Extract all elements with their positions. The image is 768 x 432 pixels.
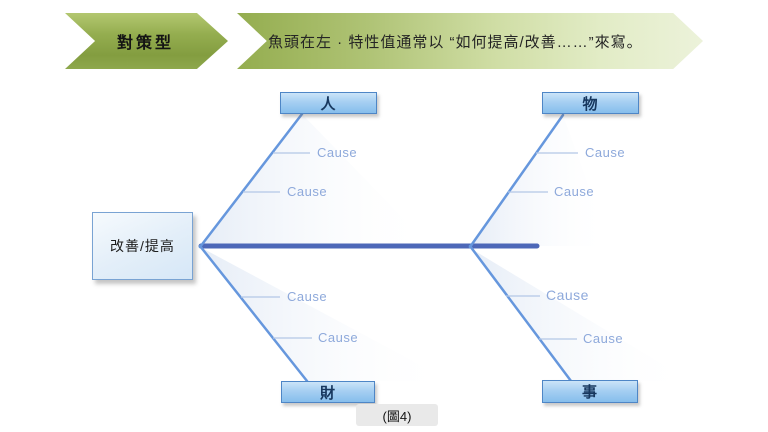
category-label-person: 人 [320, 95, 337, 113]
banner-description-arrow: 魚頭在左 · 特性值通常以 “如何提高/改善……”來寫。 [237, 13, 703, 69]
branch-line-material [468, 113, 565, 249]
fish-body-shading-top-left [200, 114, 430, 246]
category-label-material: 物 [582, 95, 599, 113]
category-box-money: 財 [281, 381, 375, 403]
cause-label: Cause [318, 330, 359, 345]
banner-description-text: 魚頭在左 · 特性值通常以 “如何提高/改善……”來寫。 [268, 33, 643, 51]
branch-line-person [198, 112, 304, 249]
fish-head-box: 改善/提高 [92, 212, 193, 280]
category-box-matter: 事 [542, 380, 638, 403]
category-box-material: 物 [542, 92, 639, 114]
cause-label: Cause [546, 287, 589, 303]
fish-head-label: 改善/提高 [110, 238, 175, 254]
category-box-person: 人 [280, 92, 377, 114]
cause-label: Cause [554, 184, 595, 199]
branch-line-matter [468, 244, 573, 383]
fish-body-shading-bottom-left [202, 248, 450, 381]
banner-tag-label: 對策型 [116, 35, 174, 52]
category-label-matter: 事 [581, 384, 598, 401]
cause-label: Cause [317, 145, 358, 160]
figure-caption-text: (圖4) [382, 408, 412, 424]
category-label-money: 財 [319, 384, 336, 402]
fish-body-shading-bottom-right [470, 248, 690, 381]
cause-label: Cause [287, 289, 328, 304]
branch-line-money [198, 244, 309, 383]
figure-caption: (圖4) [356, 404, 438, 426]
fish-body-shading-top-right [470, 115, 610, 246]
cause-label: Cause [287, 184, 328, 199]
cause-label: Cause [585, 145, 626, 160]
cause-label: Cause [583, 331, 624, 346]
